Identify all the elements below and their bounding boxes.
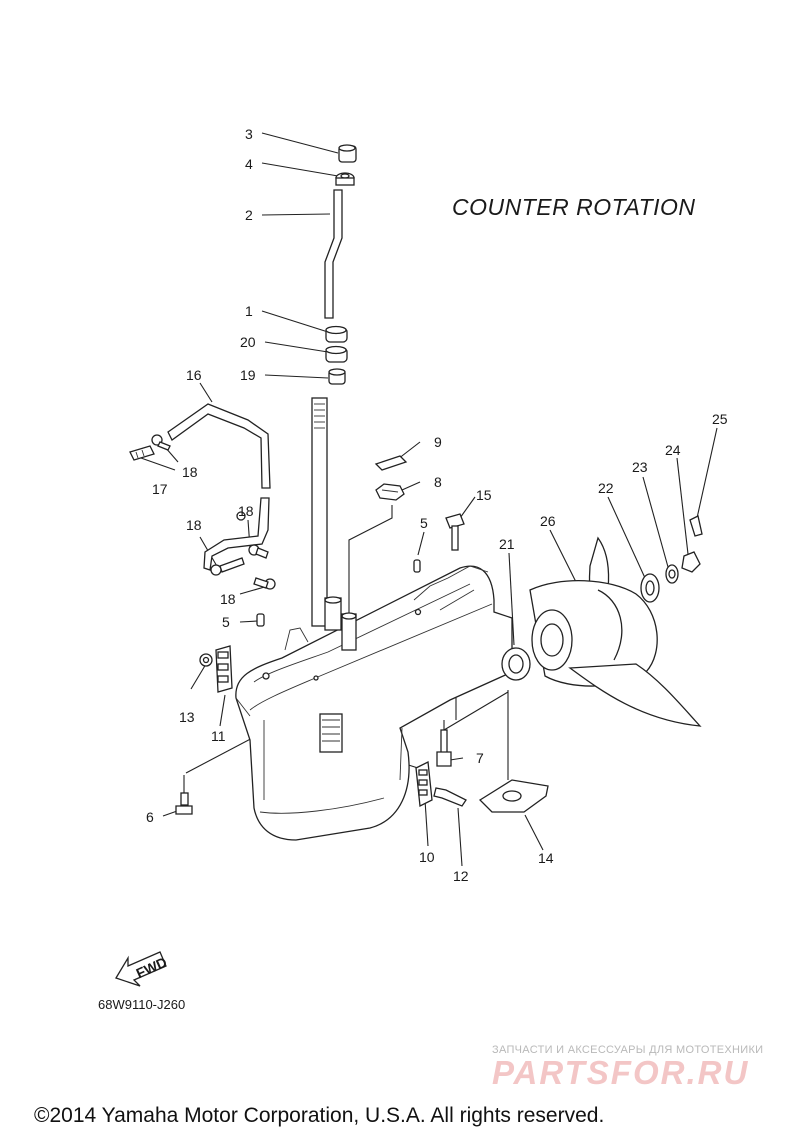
callout-5-upper: 5	[420, 515, 428, 531]
callout-20: 20	[240, 334, 256, 350]
callout-5-lower: 5	[222, 614, 230, 630]
callout-3: 3	[245, 126, 253, 142]
diagram-title: COUNTER ROTATION	[452, 194, 696, 220]
callout-22: 22	[598, 480, 614, 496]
copyright-notice: ©2014 Yamaha Motor Corporation, U.S.A. A…	[34, 1104, 605, 1127]
callout-24: 24	[665, 442, 681, 458]
callout-23: 23	[632, 459, 648, 475]
callout-4: 4	[245, 156, 253, 172]
callout-26: 26	[540, 513, 556, 529]
watermark-subtitle: ЗАПЧАСТИ И АКСЕССУАРЫ ДЛЯ МОТОТЕХНИКИ	[492, 1044, 764, 1056]
fwd-label: FWD	[134, 954, 170, 982]
callout-9: 9	[434, 434, 442, 450]
callout-8: 8	[434, 474, 442, 490]
callout-18-d: 18	[220, 591, 236, 607]
small-parts	[175, 455, 549, 815]
gear-housing	[235, 565, 513, 841]
hose-assembly	[129, 403, 276, 590]
callout-13: 13	[179, 709, 195, 725]
callout-14: 14	[538, 850, 554, 866]
drawing-code: 68W9110-J260	[98, 997, 186, 1012]
callout-6: 6	[146, 809, 154, 825]
callout-19: 19	[240, 367, 256, 383]
callout-11: 11	[211, 728, 226, 744]
callout-18-b: 18	[186, 517, 202, 533]
callout-21: 21	[499, 536, 515, 552]
fwd-arrow: FWD	[115, 951, 170, 987]
callout-7: 7	[476, 750, 484, 766]
callout-16: 16	[186, 367, 202, 383]
water-tube-assembly	[324, 144, 357, 385]
callout-12: 12	[453, 868, 469, 884]
callout-18-c: 18	[238, 503, 254, 519]
drive-shaft	[311, 397, 357, 651]
callout-labels: 3 4 2 1 20 19 16 9 8 15 5 18 17 18 18 18…	[146, 126, 728, 884]
callout-1: 1	[245, 303, 253, 319]
leader-lines	[140, 132, 718, 867]
propeller-assembly	[529, 515, 703, 727]
callout-15: 15	[476, 487, 492, 503]
callout-17: 17	[152, 481, 168, 497]
callout-10: 10	[419, 849, 435, 865]
callout-2: 2	[245, 207, 253, 223]
callout-18-a: 18	[182, 464, 198, 480]
callout-25: 25	[712, 411, 728, 427]
watermark-logo: PARTSFOR.RU	[492, 1054, 750, 1091]
